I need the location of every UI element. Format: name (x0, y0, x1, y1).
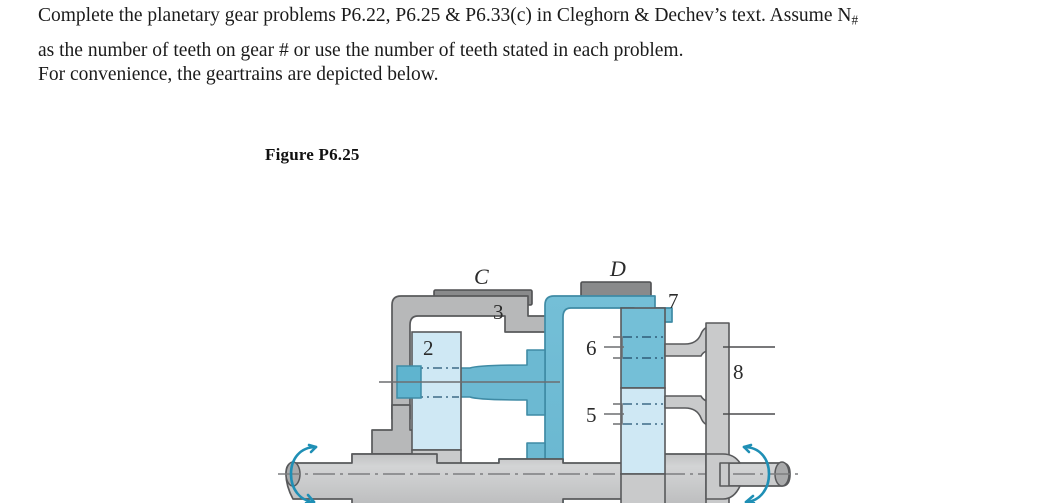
prompt-line-1-text: Complete the planetary gear problems P6.… (38, 5, 852, 26)
leader-line-gear-6 (604, 336, 624, 359)
label-ground-d: D (609, 256, 626, 281)
gear-6-body (620, 307, 666, 389)
label-ground-c: C (474, 264, 489, 289)
geartrain-schematic-diagram: C D 3 (278, 256, 800, 503)
prompt-line-1: Complete the planetary gear problems P6.… (38, 6, 1048, 27)
leader-line-gear-5 (604, 403, 624, 425)
output-arm-member-8 (664, 322, 775, 503)
gear-4-body (620, 473, 666, 503)
problem-statement: Complete the planetary gear problems P6.… (38, 6, 1048, 85)
gear-2 (379, 331, 560, 451)
label-arm-7: 7 (668, 289, 679, 313)
figure-caption: Figure P6.25 (265, 145, 360, 164)
label-gear-5: 5 (586, 403, 597, 427)
label-gear-6: 6 (586, 336, 597, 360)
prompt-line-3: For convenience, the geartrains are depi… (38, 64, 439, 86)
compound-gear-5-6 (620, 307, 666, 503)
ground-block-d (580, 281, 652, 298)
gear-5-body (620, 387, 666, 475)
label-gear-2: 2 (423, 336, 434, 360)
label-gear-3: 3 (493, 300, 504, 324)
prompt-line-1-subscript: # (851, 12, 859, 28)
label-arm-8: 8 (733, 360, 744, 384)
prompt-line-2: as the number of teeth on gear # or use … (38, 39, 684, 61)
figure-p6-25: Figure P6.25 C (0, 118, 1063, 503)
